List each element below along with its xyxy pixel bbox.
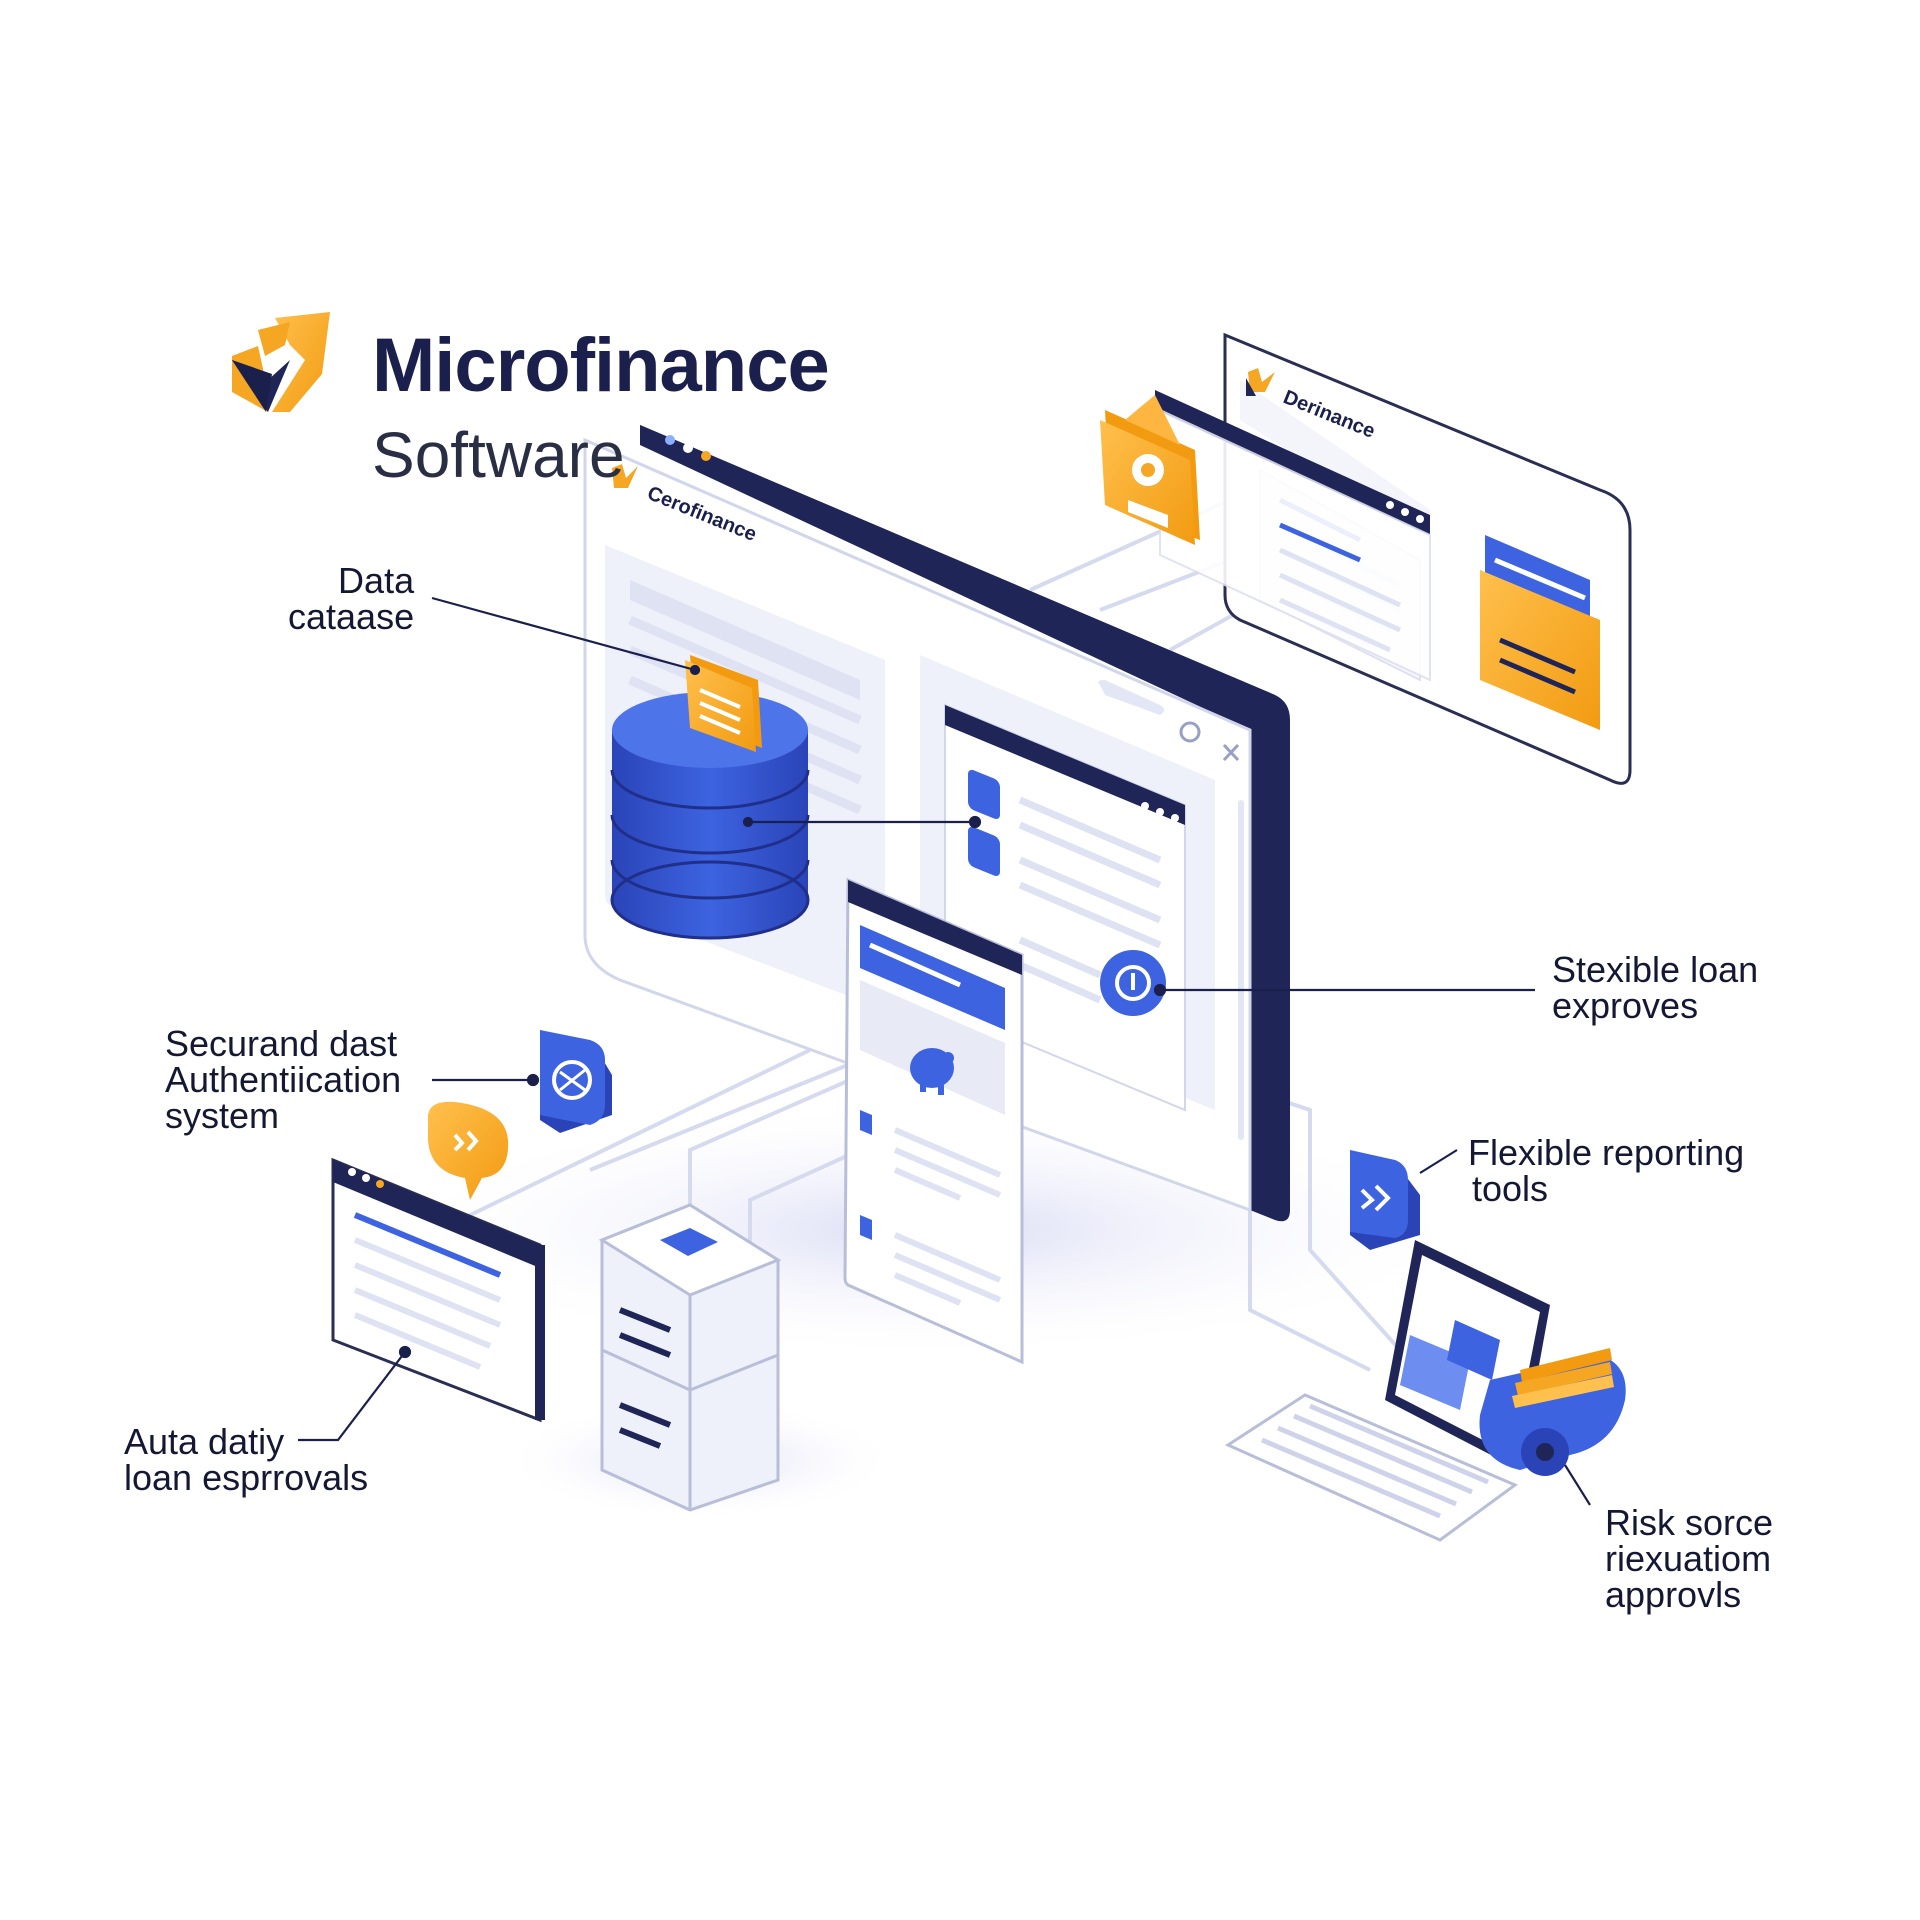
callout-line: riexuatiom xyxy=(1605,1538,1772,1579)
user-badge-icon xyxy=(1100,395,1200,545)
document-icon xyxy=(968,826,1000,876)
callout-line: exproves xyxy=(1552,985,1699,1026)
callout-flexible-loan: Stexible loan exproves xyxy=(1552,952,1758,1024)
report-chart-icon xyxy=(1350,1150,1420,1250)
callout-line: Risk sorce xyxy=(1605,1502,1774,1543)
callout-data-database: Data cataase xyxy=(288,563,414,635)
callout-risk-scoring: Risk sorce riexuatiom approvls xyxy=(1605,1505,1773,1613)
database-icon xyxy=(610,655,810,940)
callout-line: Securand dast xyxy=(165,1023,398,1064)
page-subtitle: Software xyxy=(372,419,625,491)
logo-shield-check-icon xyxy=(232,312,330,412)
mini-logo-icon xyxy=(612,464,638,488)
laptop-icon xyxy=(1224,1240,1550,1542)
callout-line: Data xyxy=(338,560,415,601)
back-window xyxy=(1155,332,1632,785)
callout-line: approvls xyxy=(1605,1574,1742,1615)
document-icon xyxy=(968,769,1000,819)
callout-line: Auta datiy xyxy=(124,1421,285,1462)
server-icon xyxy=(598,1203,782,1512)
coins-icon xyxy=(1479,1348,1626,1476)
callout-line: tools xyxy=(1472,1168,1549,1209)
callout-auto-approvals: Auta datiy loan esprrovals xyxy=(124,1424,368,1496)
callout-line: loan esprrovals xyxy=(124,1457,369,1498)
callout-reporting: Flexible reporting tools xyxy=(1468,1135,1744,1207)
shield-lock-icon xyxy=(540,1030,612,1133)
callout-line: cataase xyxy=(288,596,415,637)
keyboard-icon xyxy=(1224,1393,1519,1542)
page-title: Microfinance xyxy=(372,323,830,408)
callout-line: Flexible reporting xyxy=(1468,1132,1745,1173)
callout-line: system xyxy=(165,1095,280,1136)
close-icon xyxy=(1222,743,1240,762)
search-icon xyxy=(1179,721,1201,743)
callout-leader-lines xyxy=(298,596,1591,1506)
callout-line: Stexible loan xyxy=(1552,949,1759,990)
callout-line: Authentiication xyxy=(165,1059,402,1100)
chat-bubble-icon xyxy=(428,1101,509,1200)
piggy-bank-icon xyxy=(910,1048,954,1095)
small-window xyxy=(331,1157,545,1423)
tablet xyxy=(843,877,1024,1365)
callout-authentication: Securand dast Authentiication system xyxy=(165,1026,401,1134)
folder-icon xyxy=(1480,535,1600,730)
